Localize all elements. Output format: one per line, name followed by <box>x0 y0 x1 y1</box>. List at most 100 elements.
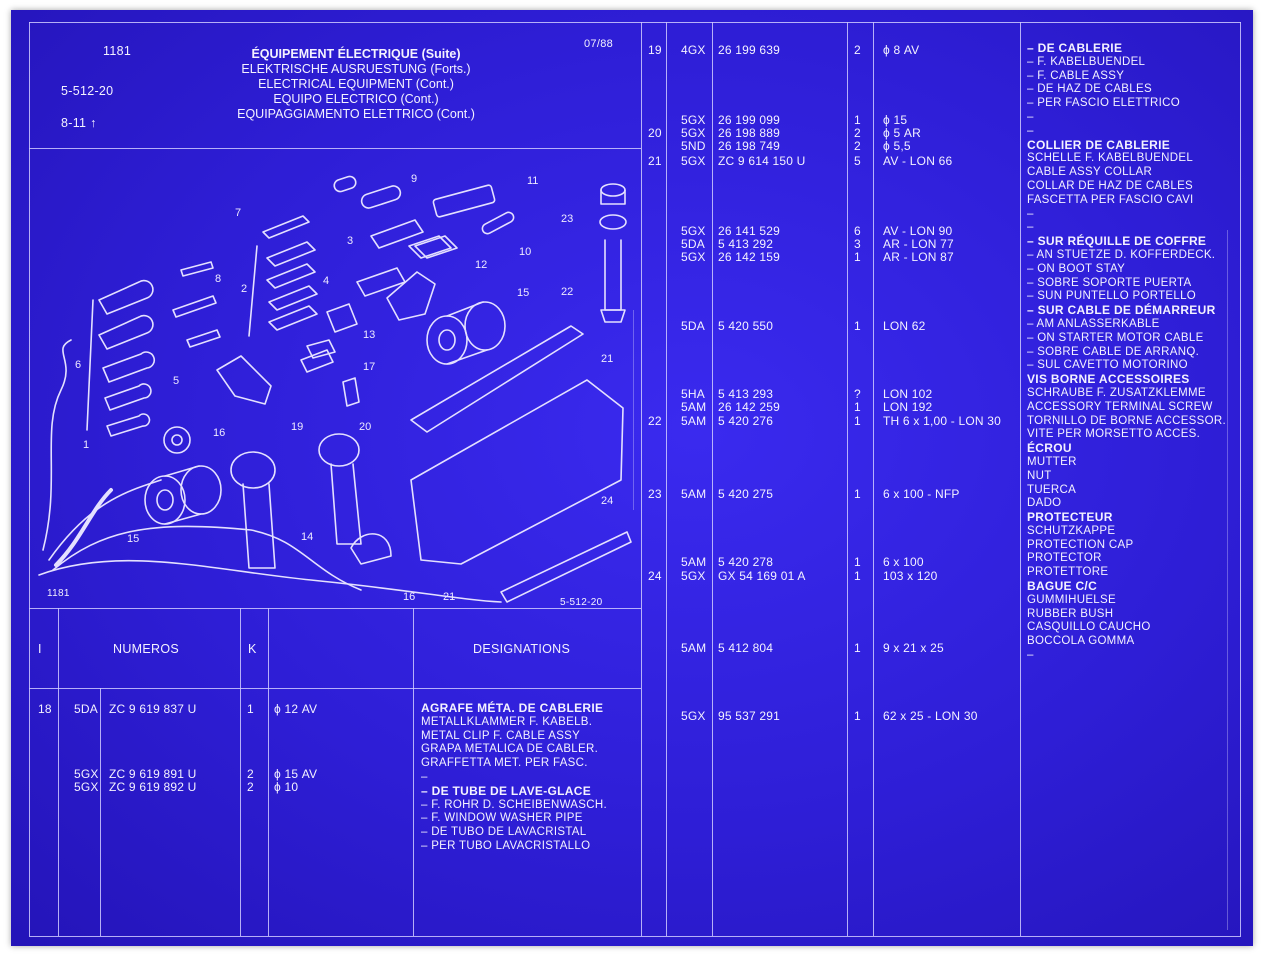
right-designations: – DE CABLERIE– F. KABELBUENDEL– F. CABLE… <box>1027 41 1226 663</box>
row-k: 1 <box>854 709 861 723</box>
row-num: 26 198 749 <box>718 139 781 153</box>
row-dim: 103 x 120 <box>883 569 938 583</box>
row-code: 5ND <box>681 139 706 153</box>
row-code: 5GX <box>681 224 706 238</box>
strap-bottom-drawing <box>500 531 632 603</box>
designation-line: RUBBER BUSH <box>1027 607 1114 620</box>
callout-8: 8 <box>215 273 221 285</box>
figure-id-right: 5-512-20 <box>560 597 603 608</box>
row-k: 2 <box>247 780 254 794</box>
designation-line: FASCETTA PER FASCIO CAVI <box>1027 193 1194 206</box>
row-dim: ϕ 15 <box>883 113 908 127</box>
designation-line: CABLE ASSY COLLAR <box>1027 166 1153 179</box>
parts-catalog-sheet: 1181 5-512-20 8-11 ↑ 07/88 ÉQUIPEMENT ÉL… <box>11 10 1253 946</box>
row-num: 95 537 291 <box>718 709 781 723</box>
connector-20-drawing <box>342 377 360 407</box>
grommet-hole <box>171 434 183 446</box>
row-idx: 19 <box>648 43 662 57</box>
row-part-number: ZC 9 619 892 U <box>109 780 197 794</box>
row-dim: AV - LON 66 <box>883 154 953 168</box>
col-line <box>712 22 713 936</box>
designation-line: COLLAR DE HAZ DE CABLES <box>1027 179 1194 192</box>
row-code: 5AM <box>681 641 707 655</box>
row-code: 5GX <box>681 250 706 264</box>
scratch <box>1227 230 1228 930</box>
callout-20: 20 <box>359 421 371 433</box>
strap-top-drawing <box>410 325 584 433</box>
designation-line: – <box>1027 221 1034 234</box>
row-num: 5 420 276 <box>718 414 774 428</box>
designation-line: NUT <box>1027 469 1052 482</box>
ring-terminals-drawing <box>86 279 156 437</box>
designation-line: – AM ANLASSERKABLE <box>1027 317 1160 330</box>
designation-line: GUMMIHUELSE <box>1027 593 1116 606</box>
designation-line: VIS BORNE ACCESSOIRES <box>1027 372 1190 387</box>
wire-drawing <box>42 339 72 551</box>
row-code: 5DA <box>681 319 705 333</box>
col-line <box>268 608 269 936</box>
rubber-bushes-drawing <box>144 301 506 525</box>
title-de: ELEKTRISCHE AUSRUESTUNG (Forts.) <box>241 62 471 76</box>
row-num: 26 198 889 <box>718 126 781 140</box>
designation-line: – ON STARTER MOTOR CABLE <box>1027 331 1204 344</box>
callout-15-top: 15 <box>517 287 529 299</box>
designation-line: AGRAFE MÉTA. DE CABLERIE <box>421 701 604 715</box>
designation-line: ACCESSORY TERMINAL SCREW <box>1027 400 1213 413</box>
row-k: 1 <box>854 487 861 501</box>
callout-6: 6 <box>75 359 81 371</box>
col-line <box>666 22 667 936</box>
row-code: 5GX <box>74 780 99 794</box>
pins-drawing <box>172 261 221 348</box>
row-code: 4GX <box>681 43 706 57</box>
col-line <box>413 608 414 936</box>
row-dim: ϕ 5 AR <box>883 126 921 140</box>
callout-2: 2 <box>241 283 247 295</box>
row-dim: ϕ 8 AV <box>883 43 920 57</box>
row-code: 5GX <box>681 126 706 140</box>
row-k: 1 <box>854 641 861 655</box>
callout-16-top: 16 <box>213 427 225 439</box>
row-part-number: ZC 9 619 891 U <box>109 767 197 781</box>
grommet-drawing <box>163 426 191 454</box>
callout-9: 9 <box>411 173 417 185</box>
designation-line: MUTTER <box>1027 455 1077 468</box>
row-num: 26 142 259 <box>718 400 781 414</box>
callout-11: 11 <box>527 175 538 187</box>
designation-line: ÉCROU <box>1027 441 1072 456</box>
row-k: ? <box>854 387 861 401</box>
col-header-designations: DESIGNATIONS <box>473 642 571 656</box>
row-dim: TH 6 x 1,00 - LON 30 <box>883 414 1002 428</box>
row-k: 1 <box>854 555 861 569</box>
row-index: 18 <box>38 702 52 716</box>
designation-line: – F. KABELBUENDEL <box>1027 55 1146 68</box>
callout-19: 19 <box>291 421 303 433</box>
designation-line: PROTECTOR <box>1027 552 1102 565</box>
designation-line: – <box>1027 649 1034 662</box>
row-idx: 22 <box>648 414 662 428</box>
frame-right <box>1240 22 1241 936</box>
row-num: 5 412 804 <box>718 641 774 655</box>
title-it: EQUIPAGGIAMENTO ELETTRICO (Cont.) <box>237 107 475 121</box>
header-divider <box>29 148 641 149</box>
callout-15-bottom: 15 <box>127 533 139 545</box>
row-dim: 6 x 100 - NFP <box>883 487 960 501</box>
row-k: 1 <box>854 250 861 264</box>
designation-line: PROTECTION CAP <box>1027 538 1134 551</box>
row-dim: AR - LON 87 <box>883 250 954 264</box>
protection-caps-drawing <box>230 433 362 569</box>
designation-line: – PER FASCIO ELETTRICO <box>1027 97 1180 110</box>
designation-line: – DE TUBO DE LAVACRISTAL <box>421 826 587 839</box>
bolt-nut-drawing <box>599 183 627 323</box>
col-line <box>58 608 59 936</box>
designation-line: BAGUE C/C <box>1027 579 1098 594</box>
row-k: 1 <box>854 113 861 127</box>
designation-line: – <box>1027 124 1034 137</box>
row-idx: 23 <box>648 487 662 501</box>
designation-line: – <box>1027 207 1034 220</box>
row-dimension: ϕ 12 AV <box>274 702 318 716</box>
center-divider <box>641 22 642 936</box>
designation-line: TUERCA <box>1027 483 1077 496</box>
row-code: 5AM <box>681 414 707 428</box>
row-dim: AR - LON 77 <box>883 237 954 251</box>
row-idx: 21 <box>648 154 662 168</box>
